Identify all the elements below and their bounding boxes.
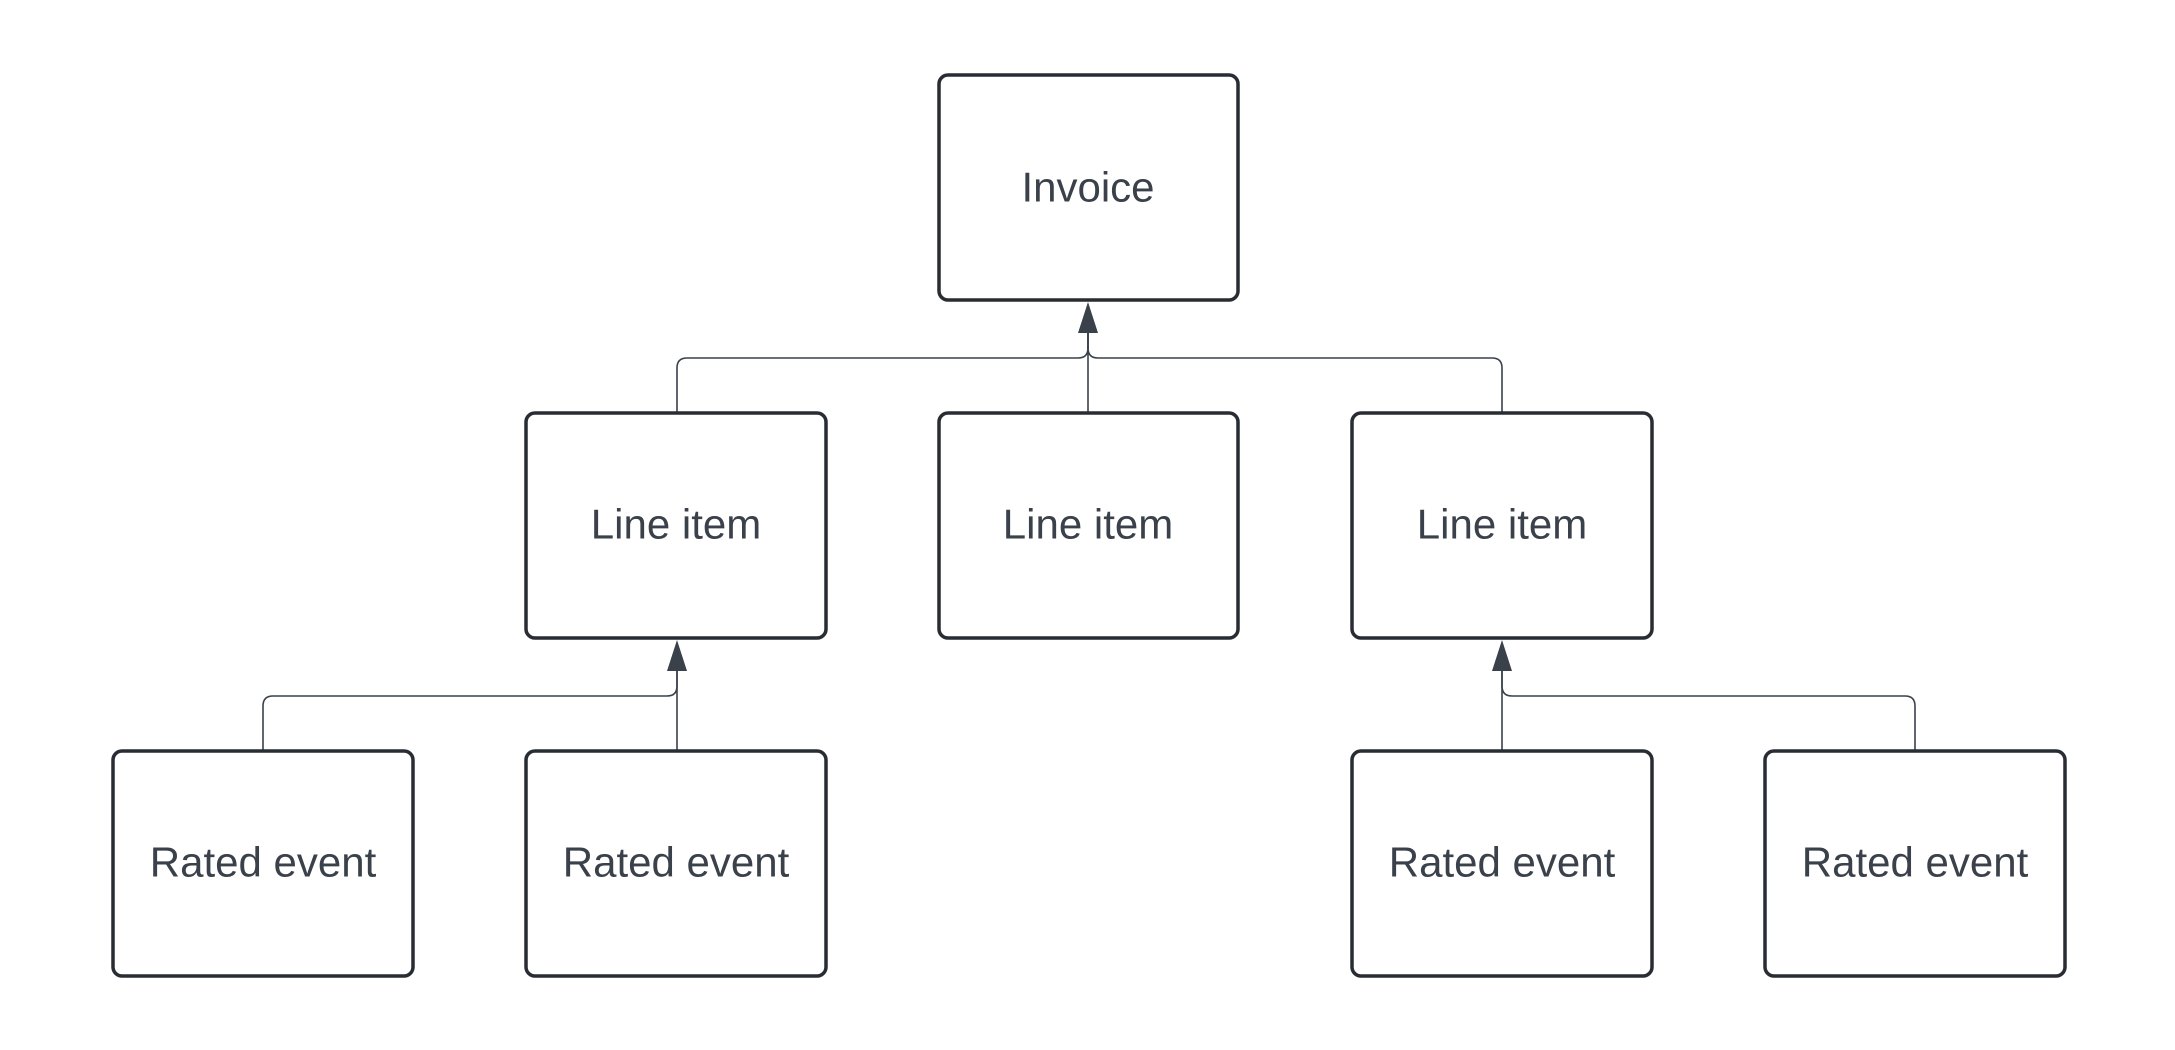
rated-event-2-label: Rated event (563, 839, 790, 886)
rated-event-4-box (1763, 749, 2067, 978)
rated-event-3-box (1350, 749, 1654, 978)
line-item-1-label: Line item (591, 501, 761, 548)
rated-event-1-label: Rated event (150, 839, 377, 886)
rated-event-2-box (524, 749, 828, 978)
invoice-box (937, 73, 1240, 302)
line-item-1-box (524, 411, 828, 640)
line-item-3-label: Line item (1417, 501, 1587, 548)
rated-event-3-label: Rated event (1389, 839, 1616, 886)
line-item-3-box (1350, 411, 1654, 640)
node-invoice[interactable]: Invoice (937, 73, 1240, 302)
rated-event-1-box (111, 749, 415, 978)
node-rated-event-2[interactable]: Rated event (524, 749, 828, 978)
connector-line-item-3-to-invoice (1087, 332, 1503, 414)
connector-line-item-1-to-invoice (676, 332, 1089, 414)
connectors-to-invoice (676, 302, 1503, 414)
connector-rated-event-4-to-line-item-3 (1501, 670, 1916, 752)
node-line-item-2[interactable]: Line item (937, 411, 1240, 640)
node-rated-event-3[interactable]: Rated event (1350, 749, 1654, 978)
node-rated-event-4[interactable]: Rated event (1763, 749, 2067, 978)
arrowhead-line-item-3 (1492, 640, 1512, 671)
arrowhead-invoice (1078, 302, 1098, 333)
arrowhead-line-item-1 (667, 640, 687, 671)
node-line-item-3[interactable]: Line item (1350, 411, 1654, 640)
node-line-item-1[interactable]: Line item (524, 411, 828, 640)
invoice-label: Invoice (1021, 164, 1154, 211)
rated-event-4-label: Rated event (1802, 839, 2029, 886)
connectors-to-line-item-3 (1492, 640, 1916, 752)
node-rated-event-1[interactable]: Rated event (111, 749, 415, 978)
line-item-2-label: Line item (1003, 501, 1173, 548)
connector-rated-event-1-to-line-item-1 (262, 670, 678, 752)
line-item-2-box (937, 411, 1240, 640)
connectors-to-line-item-1 (262, 640, 687, 752)
